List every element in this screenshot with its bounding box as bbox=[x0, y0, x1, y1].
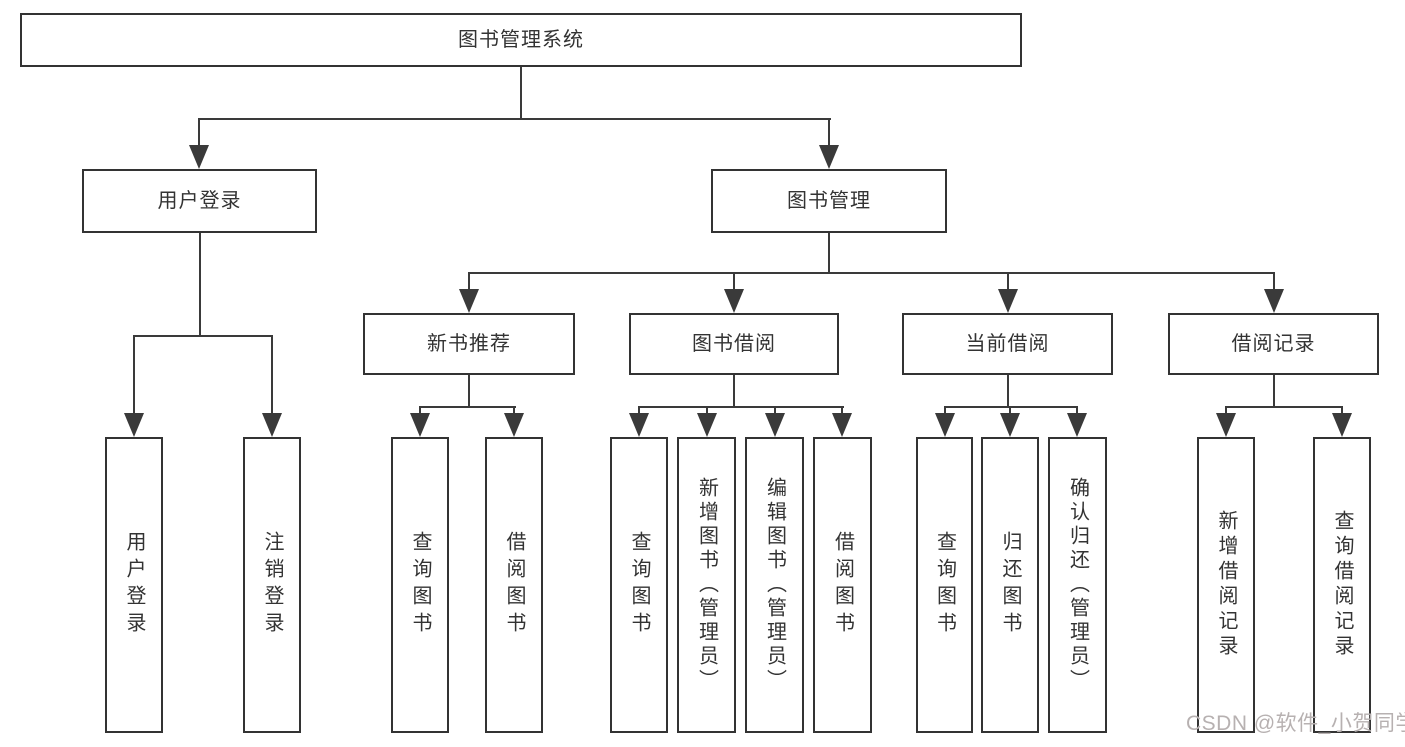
leaf-add-borrow-record: 新增借阅记录 bbox=[1197, 437, 1255, 733]
edge-root-left-drop bbox=[198, 118, 200, 147]
edge-borrow-stem bbox=[733, 375, 735, 408]
edge-bookmgmt-drop bbox=[1273, 272, 1275, 291]
edge-borrow-rail bbox=[638, 406, 844, 408]
edge-borrow-drop bbox=[706, 406, 708, 416]
leaf-query-book: 查询图书 bbox=[391, 437, 449, 733]
edge-borrow-drop bbox=[774, 406, 776, 416]
edge-borrow-drop bbox=[638, 406, 640, 416]
arrow-down-icon bbox=[459, 289, 479, 313]
edge-records-drop bbox=[1225, 406, 1227, 416]
edge-newbook-drop bbox=[419, 406, 421, 416]
csdn-watermark: CSDN @软件_小贺同学 bbox=[1186, 712, 1405, 735]
leaf-return-book: 归还图书 bbox=[981, 437, 1039, 733]
leaf-query-book: 查询图书 bbox=[610, 437, 668, 733]
edge-records-rail bbox=[1225, 406, 1343, 408]
arrow-down-icon bbox=[819, 145, 839, 169]
leaf-borrow-book: 借阅图书 bbox=[485, 437, 543, 733]
edge-current-drop bbox=[1076, 406, 1078, 416]
arrow-down-icon bbox=[832, 413, 852, 437]
edge-current-drop bbox=[944, 406, 946, 416]
edge-bookmgmt-stem bbox=[828, 233, 830, 274]
edge-bookmgmt-rail bbox=[468, 272, 1275, 274]
arrow-down-icon bbox=[504, 413, 524, 437]
node-root: 图书管理系统 bbox=[20, 13, 1022, 67]
leaf-add-book-admin: 新增图书（管理员） bbox=[677, 437, 736, 733]
edge-root-stem bbox=[520, 67, 522, 120]
arrow-down-icon bbox=[935, 413, 955, 437]
edge-records-drop bbox=[1341, 406, 1343, 416]
edge-newbook-stem bbox=[468, 375, 470, 408]
edge-newbook-rail bbox=[419, 406, 516, 408]
node-current-borrow: 当前借阅 bbox=[902, 313, 1113, 375]
edge-login-stem bbox=[199, 233, 201, 337]
node-book-management: 图书管理 bbox=[711, 169, 947, 233]
leaf-logout: 注销登录 bbox=[243, 437, 301, 733]
edge-current-stem bbox=[1007, 375, 1009, 408]
arrow-down-icon bbox=[724, 289, 744, 313]
arrow-down-icon bbox=[629, 413, 649, 437]
leaf-query-borrow-record: 查询借阅记录 bbox=[1313, 437, 1371, 733]
arrow-down-icon bbox=[765, 413, 785, 437]
edge-newbook-drop bbox=[513, 406, 515, 416]
leaf-user-login: 用户登录 bbox=[105, 437, 163, 733]
node-new-book-recommend: 新书推荐 bbox=[363, 313, 575, 375]
node-book-borrow: 图书借阅 bbox=[629, 313, 839, 375]
edge-records-stem bbox=[1273, 375, 1275, 408]
edge-root-right-drop bbox=[828, 118, 830, 147]
leaf-confirm-return-admin: 确认归还（管理员） bbox=[1048, 437, 1107, 733]
arrow-down-icon bbox=[1216, 413, 1236, 437]
edge-bookmgmt-drop bbox=[733, 272, 735, 291]
edge-login-rail bbox=[133, 335, 273, 337]
leaf-borrow-book: 借阅图书 bbox=[813, 437, 872, 733]
arrow-down-icon bbox=[1264, 289, 1284, 313]
leaf-query-book: 查询图书 bbox=[916, 437, 973, 733]
edge-current-drop bbox=[1009, 406, 1011, 416]
arrow-down-icon bbox=[1067, 413, 1087, 437]
arrow-down-icon bbox=[189, 145, 209, 169]
arrow-down-icon bbox=[998, 289, 1018, 313]
edge-login-drop bbox=[271, 335, 273, 415]
edge-bookmgmt-drop bbox=[468, 272, 470, 291]
arrow-down-icon bbox=[124, 413, 144, 437]
node-borrow-records: 借阅记录 bbox=[1168, 313, 1379, 375]
edge-login-drop bbox=[133, 335, 135, 415]
edge-current-rail bbox=[944, 406, 1078, 408]
arrow-down-icon bbox=[262, 413, 282, 437]
edge-bookmgmt-drop bbox=[1007, 272, 1009, 291]
node-user-login: 用户登录 bbox=[82, 169, 317, 233]
arrow-down-icon bbox=[1332, 413, 1352, 437]
leaf-edit-book-admin: 编辑图书（管理员） bbox=[745, 437, 804, 733]
arrow-down-icon bbox=[697, 413, 717, 437]
arrow-down-icon bbox=[1000, 413, 1020, 437]
edge-borrow-drop bbox=[841, 406, 843, 416]
arrow-down-icon bbox=[410, 413, 430, 437]
edge-root-rail bbox=[198, 118, 831, 120]
